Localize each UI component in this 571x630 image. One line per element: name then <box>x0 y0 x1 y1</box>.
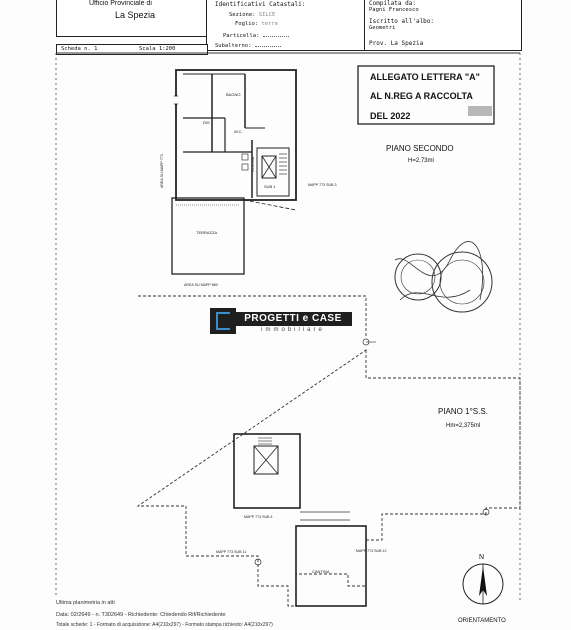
room-label-wc: W.C. <box>234 129 243 134</box>
footer-line-2: Totale schede: 1 - Formato di acquisizio… <box>56 622 273 628</box>
footer: Ultima planimetria in atti Data: 02/2649… <box>56 600 526 630</box>
stamp-line-2: AL N.REG A RACCOLTA <box>370 91 473 101</box>
sezione-value: SILCE <box>258 12 276 18</box>
allegato-stamp: ALLEGATO LETTERA "A" AL N.REG A RACCOLTA… <box>357 65 495 125</box>
compass-label: ORIENTAMENTO <box>458 618 506 624</box>
particella-row: Particella: <box>223 30 289 39</box>
lower-floor-plan <box>136 295 521 607</box>
stamp-line-3: DEL 2022 <box>370 111 410 121</box>
logo-tagline: immobiliare <box>261 327 325 333</box>
upper-stair-block <box>256 147 290 197</box>
lower-floor-height: Hm=2,375ml <box>446 423 480 429</box>
lower-stair-block <box>233 433 301 509</box>
identificativi-box: Identificativi Catastali: Sezione: SILCE… <box>206 0 366 51</box>
scala-label: Scala 1:200 <box>139 46 176 52</box>
seal-stamps <box>394 241 493 313</box>
footer-ultima: Ultima planimetria in atti <box>56 600 115 606</box>
iscritto-label: Iscritto all'albo: <box>369 18 435 25</box>
footer-line-1: Data: 02/2649 - n. T302649 - Richiedente… <box>56 612 226 618</box>
label-area-bottom: AREA SU MAPP 860 <box>184 283 218 287</box>
logo-name: PROGETTI e CASE <box>234 312 352 326</box>
prov-label: Prov. La Spezia <box>369 40 424 47</box>
upper-outline <box>175 69 297 201</box>
progetti-case-logo: PROGETTI e CASE immobiliare <box>210 308 352 336</box>
room-label-cantina: CANTINA <box>312 569 330 574</box>
scheda-label: Scheda n. 1 <box>61 46 98 52</box>
room-label-sub: SUB 1 <box>264 184 276 189</box>
compilata-label: Compilata da: <box>369 0 416 7</box>
label-mapp-right-lower: MAPP 773 SUB 12 <box>356 549 387 553</box>
foglio-row: Foglio: terre <box>235 21 278 27</box>
lower-property-outline <box>136 295 521 607</box>
subalterno-row: Subalterno: <box>215 40 281 49</box>
office-line-2: La Spezia <box>115 10 156 20</box>
upper-floor-title: PIANO SECONDO <box>386 144 454 153</box>
compass-north: N <box>479 554 484 561</box>
subalterno-label: Subalterno: <box>215 43 252 49</box>
compass-needle <box>479 566 487 596</box>
compilata-box: Compilata da: Pagni Francesco Iscritto a… <box>364 0 522 51</box>
north-compass: N ORIENTAMENTO <box>458 554 506 624</box>
upper-stair-void <box>261 155 277 179</box>
foglio-label: Foglio: <box>235 21 259 27</box>
room-label-cucina: CUCINA <box>250 156 255 172</box>
stamp-line-1: ALLEGATO LETTERA "A" <box>370 72 480 82</box>
label-mapp-right: MAPP 773 SUB 3 <box>308 183 337 187</box>
scheda-strip: Scheda n. 1 Scala 1:200 <box>56 44 208 55</box>
lower-stair-void <box>253 445 279 475</box>
room-label-bagno: BAGNO <box>226 92 240 97</box>
particella-blank <box>262 30 289 37</box>
iscritto-value: Geometri <box>369 25 396 31</box>
logo-mark <box>210 308 236 334</box>
foglio-value: terre <box>261 21 279 27</box>
cantina-outline <box>295 525 367 607</box>
identificativi-label: Identificativi Catastali: <box>215 1 306 8</box>
office-box: Ufficio Provinciale di La Spezia <box>56 0 208 37</box>
upper-floor-plan <box>171 69 297 275</box>
lower-floor-title: PIANO 1°S.S. <box>438 407 488 416</box>
upper-floor-height: H=2,73ml <box>408 158 434 164</box>
room-label-dis: DIS <box>203 120 210 125</box>
label-area-left: AREA SU MAPP 773 <box>160 154 164 188</box>
sezione-row: Sezione: SILCE <box>229 12 275 18</box>
room-label-terrazza: TERRAZZA <box>196 230 217 235</box>
terrazza-outline <box>171 197 245 275</box>
stair-cross-2 <box>261 155 277 179</box>
label-mapp-left: MAPP 773 SUB 11 <box>216 550 246 554</box>
particella-label: Particella: <box>223 33 260 39</box>
sezione-label: Sezione: <box>229 12 256 18</box>
office-line-1: Ufficio Provinciale di <box>89 0 152 7</box>
label-mapp-top: MAPP 773 SUB 4 <box>244 515 273 519</box>
subalterno-blank <box>254 40 281 47</box>
compilata-value: Pagni Francesco <box>369 7 419 13</box>
